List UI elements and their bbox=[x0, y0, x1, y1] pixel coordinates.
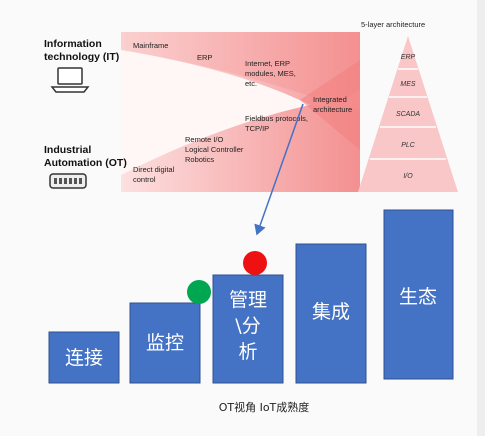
it-label-group: Information technology (IT) bbox=[44, 38, 119, 93]
ot-label-line1: Industrial bbox=[44, 144, 91, 156]
evolution-diagram bbox=[121, 32, 360, 192]
gap-band bbox=[121, 50, 310, 175]
ot-band bbox=[121, 105, 360, 192]
pyramid-layer-erp: ERP bbox=[401, 54, 416, 61]
integrated-region bbox=[300, 60, 360, 150]
caption: OT视角 IoT成熟度 bbox=[219, 400, 310, 414]
pyramid-shape bbox=[358, 36, 458, 192]
svg-text:Fieldbus protocols,: Fieldbus protocols, bbox=[245, 114, 308, 123]
svg-text:control: control bbox=[133, 175, 156, 184]
svg-text:集成: 集成 bbox=[312, 301, 350, 323]
pyramid-layer-io: I/O bbox=[403, 173, 413, 180]
svg-text:\分: \分 bbox=[235, 315, 260, 337]
stage-internet: Internet, ERP modules, MES, etc. bbox=[245, 59, 296, 88]
laptop-icon bbox=[50, 67, 90, 93]
svg-text:连接: 连接 bbox=[65, 347, 103, 369]
svg-text:modules, MES,: modules, MES, bbox=[245, 69, 296, 78]
stage-integrated: Integrated architecture bbox=[313, 95, 352, 114]
it-label-line1: Information bbox=[44, 38, 102, 50]
svg-text:TCP/IP: TCP/IP bbox=[245, 124, 269, 133]
svg-text:Robotics: Robotics bbox=[185, 155, 214, 164]
svg-text:管理: 管理 bbox=[229, 289, 267, 311]
svg-text:析: 析 bbox=[238, 341, 257, 363]
stage-fieldbus: Fieldbus protocols, TCP/IP bbox=[245, 114, 308, 133]
block-integrate: 集成 bbox=[295, 243, 367, 384]
green-dot bbox=[187, 280, 211, 304]
it-label-line2: technology (IT) bbox=[44, 51, 119, 63]
stage-ddc: Direct digital control bbox=[133, 165, 175, 184]
pointer-arrow bbox=[254, 103, 304, 236]
pyramid-title: 5-layer architecture bbox=[361, 20, 425, 29]
svg-text:Internet, ERP: Internet, ERP bbox=[245, 59, 290, 68]
right-edge-bar bbox=[477, 0, 485, 436]
svg-text:生态: 生态 bbox=[399, 286, 437, 308]
pyramid-layer-scada: SCADA bbox=[396, 111, 420, 118]
ot-label-group: Industrial Automation (OT) bbox=[44, 144, 127, 189]
stage-remote: Remote I/O Logical Controller Robotics bbox=[185, 135, 244, 164]
block-manage-analyze: 管理 \分 析 bbox=[212, 274, 284, 384]
block-ecosystem: 生态 bbox=[383, 209, 454, 380]
it-band bbox=[121, 32, 360, 105]
stage-mainframe: Mainframe bbox=[133, 41, 168, 50]
maturity-blocks: 连接 监控 管理 \分 析 集成 生态 bbox=[48, 209, 454, 384]
svg-text:architecture: architecture bbox=[313, 105, 352, 114]
red-dot bbox=[243, 251, 267, 275]
pyramid-layer-plc: PLC bbox=[401, 142, 416, 149]
pyramid: 5-layer architecture ERP MES SCADA PLC I… bbox=[358, 20, 458, 192]
svg-text:Integrated: Integrated bbox=[313, 95, 347, 104]
pyramid-layer-mes: MES bbox=[400, 81, 416, 88]
block-monitor: 监控 bbox=[129, 302, 201, 384]
block-connect: 连接 bbox=[48, 331, 120, 384]
svg-text:Direct digital: Direct digital bbox=[133, 165, 175, 174]
svg-text:Remote I/O: Remote I/O bbox=[185, 135, 224, 144]
svg-text:监控: 监控 bbox=[146, 332, 184, 354]
ot-label-line2: Automation (OT) bbox=[44, 157, 127, 169]
industrial-device-icon bbox=[49, 173, 87, 189]
svg-text:etc.: etc. bbox=[245, 79, 257, 88]
stage-erp: ERP bbox=[197, 53, 212, 62]
svg-text:Logical Controller: Logical Controller bbox=[185, 145, 244, 154]
